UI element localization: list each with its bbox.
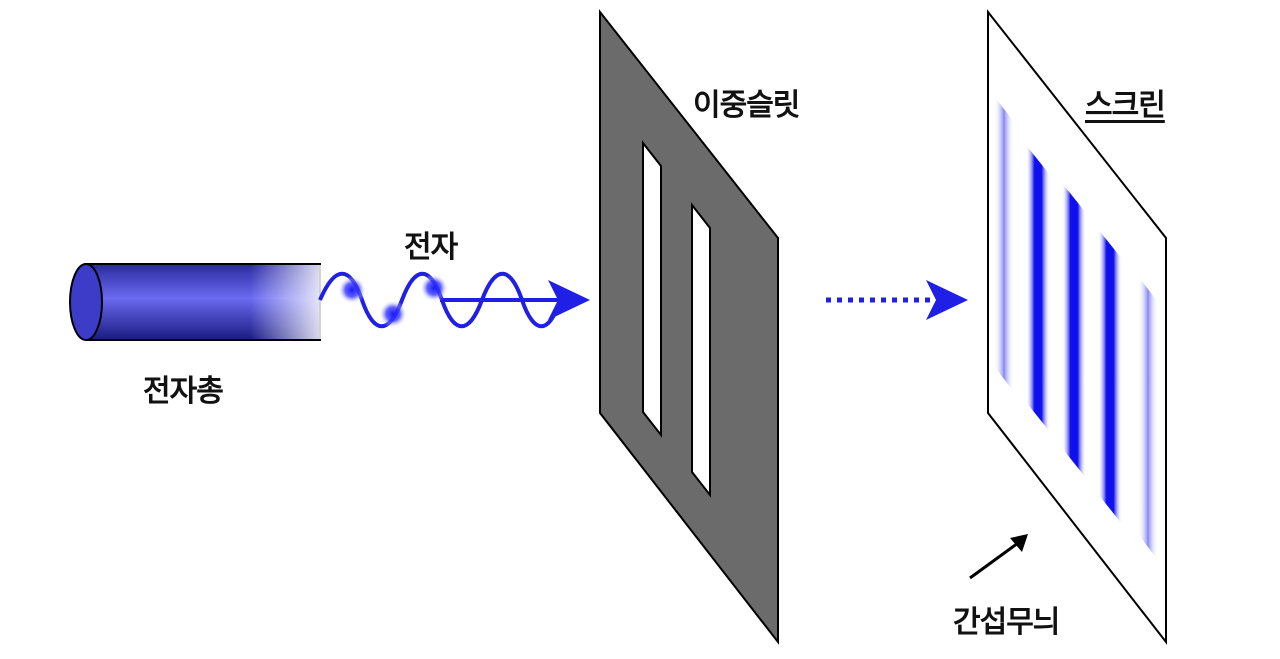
- electron-gun-label: 전자총: [143, 374, 224, 409]
- screen: [987, 9, 1167, 645]
- dotted-arrowhead: [926, 280, 968, 320]
- fringe: [1062, 183, 1086, 478]
- pointer-arrowhead: [1010, 534, 1028, 552]
- electron-gun-front: [69, 263, 103, 341]
- pattern-pointer: [969, 534, 1028, 580]
- electron-particle: [379, 300, 407, 328]
- electron-label: 전자: [404, 230, 458, 265]
- double-slit-plate: [599, 9, 779, 645]
- slit-1: [642, 140, 662, 438]
- fringe: [1026, 145, 1050, 432]
- dotted-arrow: [826, 280, 968, 320]
- slit-2: [691, 202, 711, 498]
- wave-arrowhead: [548, 280, 590, 320]
- fringe-faint: [1138, 276, 1158, 560]
- electron-gun-fade: [250, 265, 322, 339]
- interference-pattern-label: 간섭무늬: [953, 605, 1060, 640]
- double-slit-label: 이중슬릿: [693, 88, 800, 123]
- fringe: [1098, 229, 1122, 524]
- electron-particle: [338, 276, 366, 304]
- screen-label: 스크린: [1085, 88, 1166, 123]
- electron-particle: [420, 274, 448, 302]
- electron-wave: [318, 271, 590, 329]
- pointer-line: [969, 541, 1019, 580]
- electron-gun: [69, 263, 322, 341]
- fringe-faint: [994, 96, 1014, 392]
